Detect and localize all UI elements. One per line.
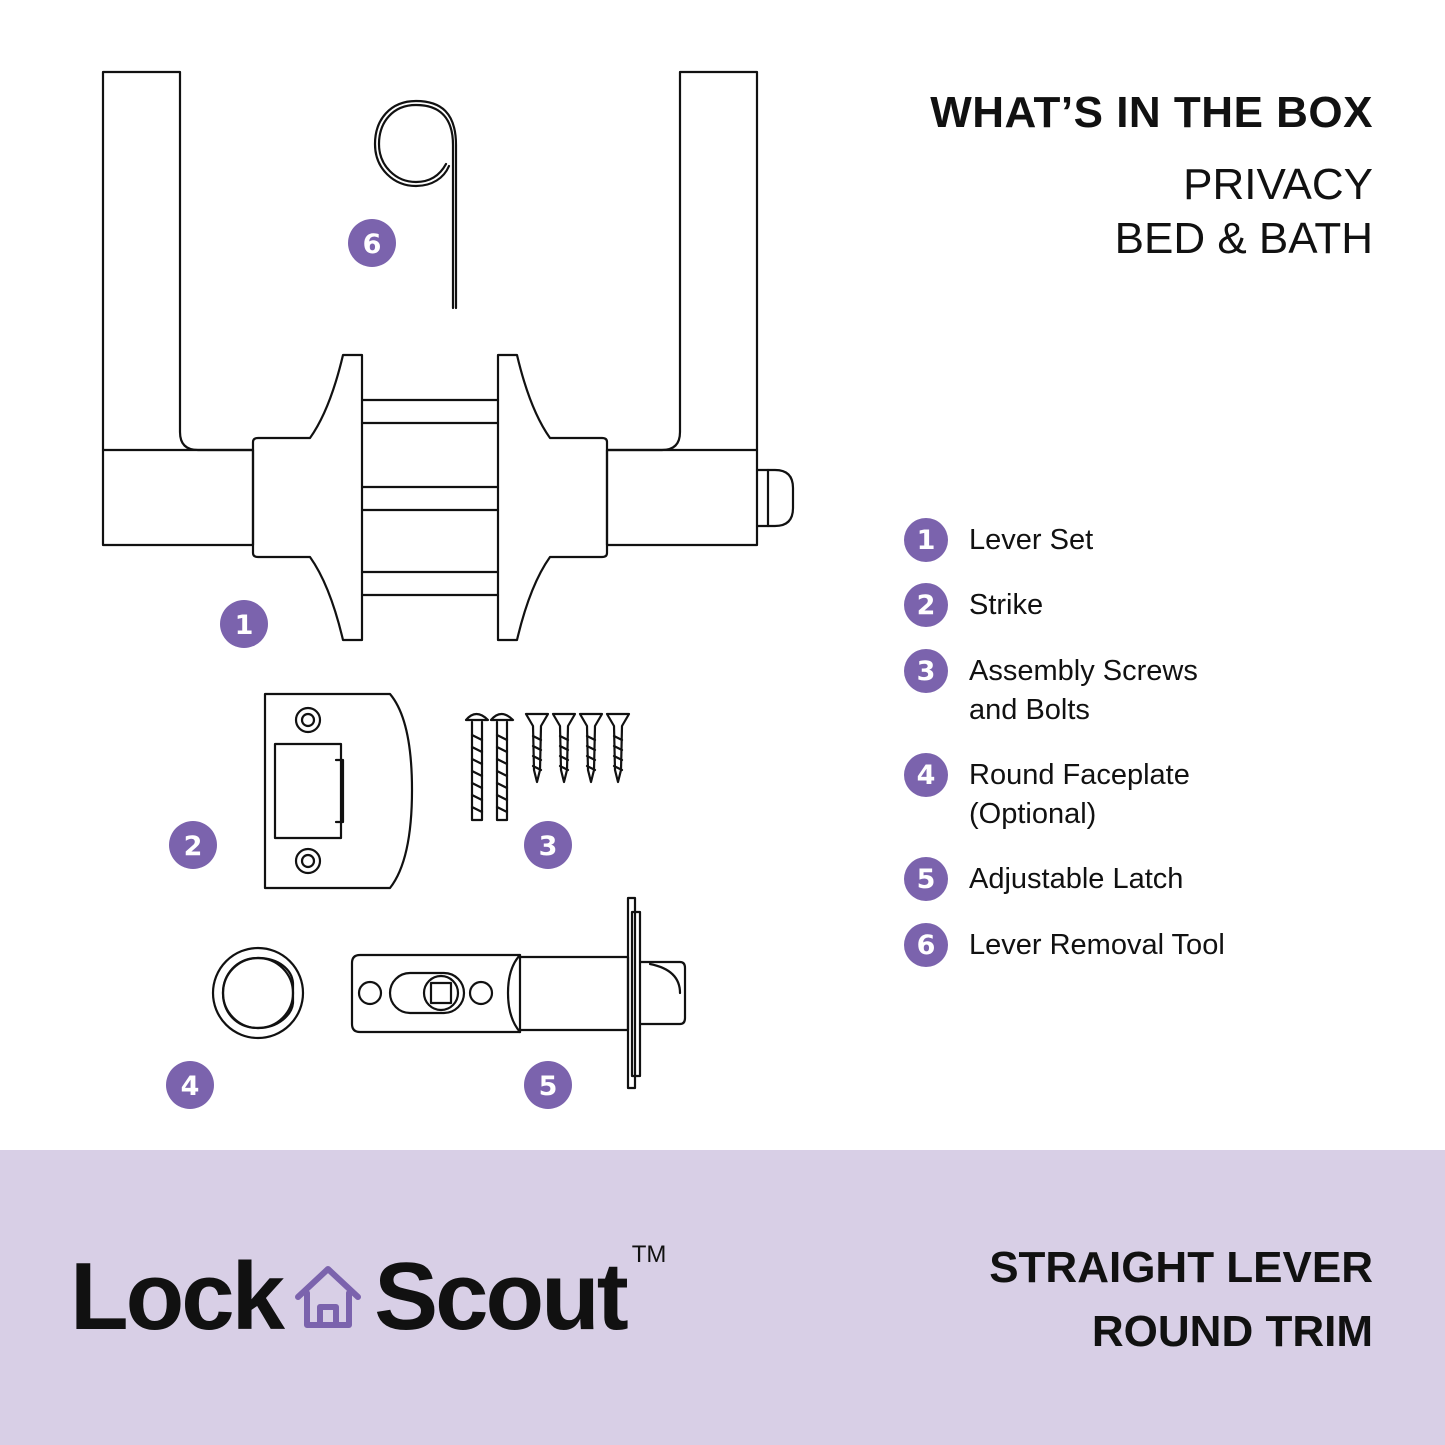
illustration-badge-5: 5 — [524, 1061, 572, 1109]
box-contents-illustration: 1 2 3 4 5 6 — [101, 70, 795, 1109]
brand-word-scout: Scout — [374, 1243, 629, 1350]
illustration-badge-1: 1 — [220, 600, 268, 648]
subtitle-function: PRIVACY — [1183, 160, 1373, 209]
product-name: STRAIGHT LEVER ROUND TRIM — [989, 1236, 1373, 1364]
house-logo-icon — [295, 1266, 362, 1328]
product-line-2: ROUND TRIM — [1091, 1307, 1373, 1356]
part-label: Assembly Screws and Bolts — [969, 655, 1198, 726]
number-badge: 4 — [904, 753, 948, 797]
part-label: Strike — [969, 589, 1044, 621]
illustration-badge-6: 6 — [348, 219, 396, 267]
part-label: Lever Removal Tool — [969, 929, 1225, 961]
brand-word-lock: Lock — [70, 1243, 285, 1350]
trademark-mark: TM — [631, 1241, 667, 1268]
strike-drawing — [263, 692, 414, 890]
number-badge: 3 — [904, 649, 948, 693]
product-line-1: STRAIGHT LEVER — [989, 1243, 1373, 1292]
number-badge: 6 — [904, 923, 948, 967]
latch-drawing — [350, 896, 687, 1090]
part-label: Round Faceplate (Optional) — [969, 759, 1190, 830]
illustration-badge-4: 4 — [166, 1061, 214, 1109]
subtitle-room: BED & BATH — [1114, 214, 1373, 263]
screws-drawing — [464, 712, 631, 822]
footer-banner: Lock Scout TM STRAIGHT LEVER ROUND TRIM — [0, 1150, 1445, 1445]
lever-set-drawing — [101, 70, 795, 642]
svg-text:4: 4 — [181, 1071, 200, 1102]
svg-text:1: 1 — [235, 610, 254, 641]
list-item: 2 Strike — [904, 583, 1299, 627]
illustration-badge-2: 2 — [169, 821, 217, 869]
brand-logo: Lock Scout TM — [70, 1241, 667, 1350]
svg-text:2: 2 — [184, 831, 203, 862]
svg-text:3: 3 — [539, 831, 558, 862]
illustration-badge-3: 3 — [524, 821, 572, 869]
list-item: 1 Lever Set — [904, 518, 1299, 562]
number-badge: 2 — [904, 583, 948, 627]
list-item: 6 Lever Removal Tool — [904, 923, 1299, 967]
number-badge: 1 — [904, 518, 948, 562]
svg-text:6: 6 — [363, 229, 382, 260]
number-badge: 5 — [904, 857, 948, 901]
list-item: 4 Round Faceplate (Optional) — [904, 753, 1299, 834]
list-item: 5 Adjustable Latch — [904, 857, 1299, 901]
removal-tool-drawing — [373, 99, 458, 310]
svg-text:5: 5 — [539, 1071, 558, 1102]
faceplate-drawing — [211, 946, 305, 1040]
list-item: 3 Assembly Screws and Bolts — [904, 649, 1299, 730]
part-label: Lever Set — [969, 524, 1094, 556]
page-title: WHAT’S IN THE BOX — [930, 88, 1373, 137]
part-label: Adjustable Latch — [969, 863, 1184, 895]
